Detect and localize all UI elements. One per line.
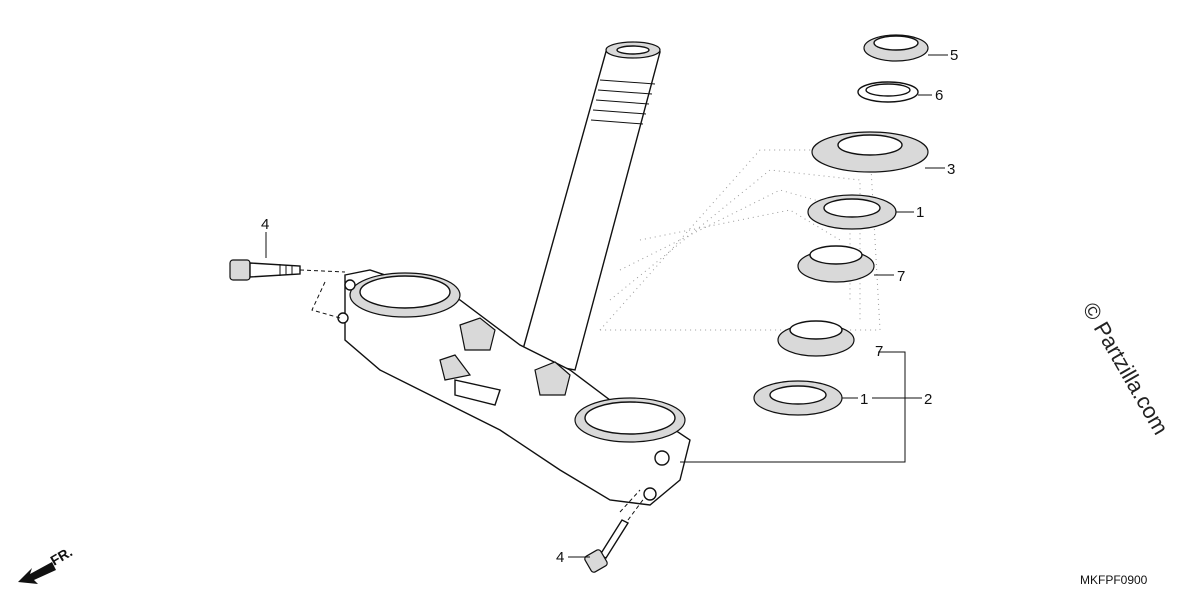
dotted-shadow-area <box>598 149 881 331</box>
part-3-cap[interactable] <box>811 131 929 173</box>
callout-4-bottom: 4 <box>556 549 564 566</box>
part-1-bottom-race[interactable] <box>753 380 843 416</box>
callout-6: 6 <box>935 87 943 104</box>
part-6-washer[interactable] <box>857 81 919 103</box>
callout-5: 5 <box>950 47 958 64</box>
bolt-path-bottom <box>619 489 646 521</box>
part-7-bottom-bearing[interactable] <box>777 320 855 357</box>
diagram-code: MKFPF0900 <box>1080 573 1148 587</box>
callout-1-bottom: 1 <box>860 391 868 408</box>
leader-lines <box>265 54 948 558</box>
part-5-nut[interactable] <box>863 34 929 62</box>
callout-7-top: 7 <box>897 268 905 285</box>
part-1-top-race[interactable] <box>807 194 897 230</box>
bottom-bridge[interactable] <box>337 269 691 506</box>
steering-stem[interactable] <box>519 41 661 371</box>
callout-2: 2 <box>924 391 932 408</box>
part-7-top-bearing[interactable] <box>797 245 875 283</box>
watermark: © Partzilla.com <box>1078 298 1174 439</box>
callout-7-bottom: 7 <box>875 343 883 360</box>
callout-4-top: 4 <box>261 216 269 233</box>
callout-1-top: 1 <box>916 204 924 221</box>
front-arrow-icon <box>18 562 56 584</box>
bolt-4-bottom[interactable] <box>584 519 630 573</box>
front-direction-marker: FR. <box>18 543 75 584</box>
callout-3: 3 <box>947 161 955 178</box>
bolt-4-top[interactable] <box>229 259 301 281</box>
bolt-path-top <box>299 269 346 319</box>
